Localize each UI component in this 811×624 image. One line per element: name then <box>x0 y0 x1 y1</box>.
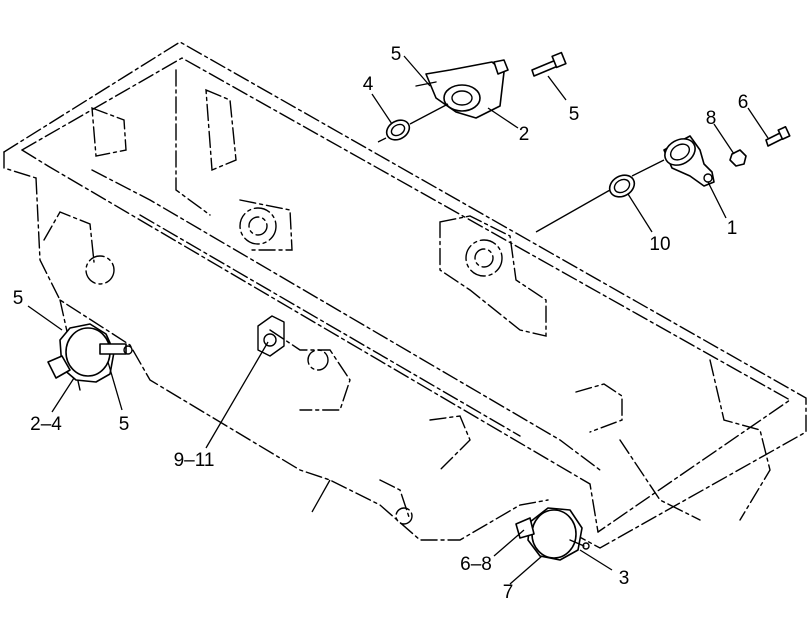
callout-2-4: 2–4 <box>30 414 62 435</box>
part-1-elbow <box>663 135 715 187</box>
part-7-cover-lower <box>515 507 590 561</box>
callout-3: 3 <box>619 568 630 589</box>
callout-5-bolt: 5 <box>569 104 580 125</box>
part-5-bolt-upper <box>531 51 567 77</box>
callout-8: 8 <box>706 108 717 129</box>
callout-4: 4 <box>363 74 374 95</box>
callout-6-top: 6 <box>738 92 749 113</box>
callout-5-lower: 5 <box>119 414 130 435</box>
callout-9-11: 9–11 <box>174 450 215 471</box>
callout-10: 10 <box>649 234 670 255</box>
callout-5-top: 5 <box>391 44 402 65</box>
callout-2-top: 2 <box>519 124 530 145</box>
part-2-cover-left <box>47 323 133 383</box>
leader-lines <box>27 55 769 585</box>
part-10-o-ring <box>608 174 636 198</box>
callout-6-8: 6–8 <box>460 554 492 575</box>
part-4-o-ring <box>385 119 411 141</box>
callout-7: 7 <box>503 582 514 603</box>
oil-pan <box>3 41 807 549</box>
callout-5-left: 5 <box>13 288 24 309</box>
part-6-bolt <box>765 125 791 147</box>
callout-1: 1 <box>727 218 738 239</box>
part-2-cover-upper <box>415 59 509 119</box>
callout-labels: 5 4 2 5 6 8 1 10 5 2–4 5 9–11 6–8 7 3 <box>13 44 749 603</box>
